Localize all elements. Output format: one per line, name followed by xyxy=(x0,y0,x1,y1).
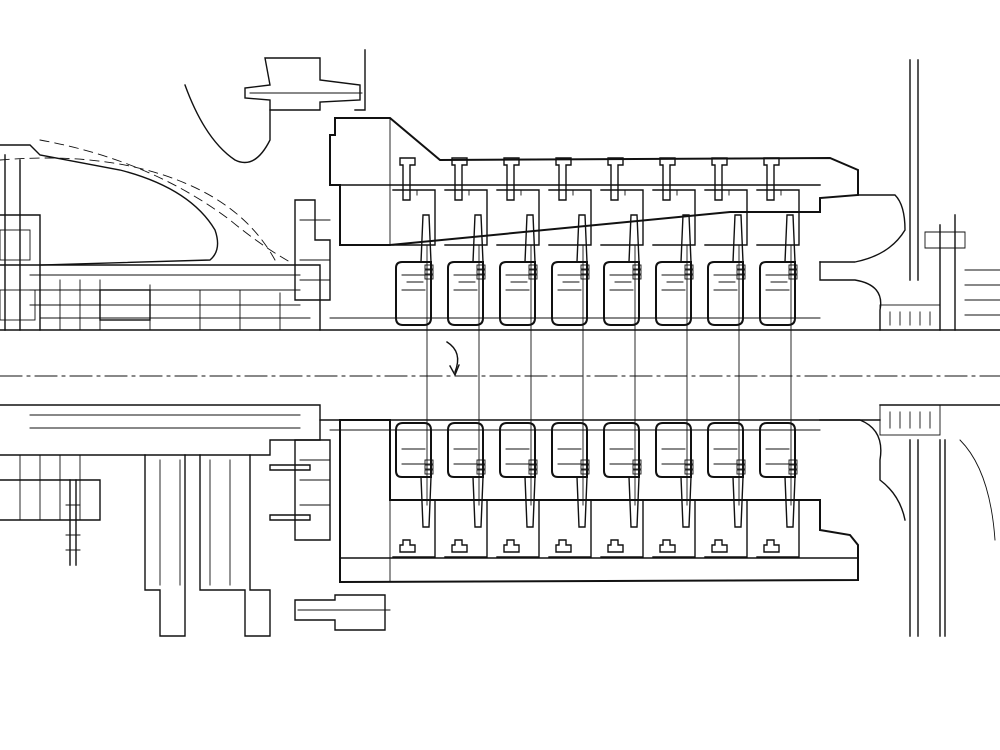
upper-stage-3 xyxy=(496,157,540,326)
lower-stage-8 xyxy=(756,422,800,558)
upper-stage-6 xyxy=(652,157,696,326)
lower-stage-7 xyxy=(704,422,748,558)
upper-stage-2 xyxy=(444,157,488,326)
lower-stage-5 xyxy=(600,422,644,558)
lower-stage-3 xyxy=(496,422,540,558)
upper-flange-bolt xyxy=(244,49,366,111)
upper-left-bearing-housing xyxy=(0,84,321,331)
upper-stage-4 xyxy=(548,157,592,326)
lower-casing xyxy=(294,419,859,631)
upper-stage-1 xyxy=(392,157,436,326)
lower-stage-2 xyxy=(444,422,488,558)
lower-stage-6 xyxy=(652,422,696,558)
lower-left-pedestal xyxy=(0,404,321,637)
upper-casing xyxy=(294,117,859,301)
upper-stage-8 xyxy=(756,157,800,326)
lower-stage-1 xyxy=(392,422,436,558)
rotor-body xyxy=(319,317,881,431)
lower-stage-4 xyxy=(548,422,592,558)
upper-stage-5 xyxy=(600,157,644,326)
section-reference-lines xyxy=(426,244,792,506)
upper-rotor-stages xyxy=(392,157,800,326)
lower-rotor-stages xyxy=(392,422,800,558)
lower-right-exhaust xyxy=(819,404,1000,637)
upper-right-exhaust xyxy=(819,59,1000,331)
rotation-arrow-icon xyxy=(446,341,460,377)
upper-stage-7 xyxy=(704,157,748,326)
